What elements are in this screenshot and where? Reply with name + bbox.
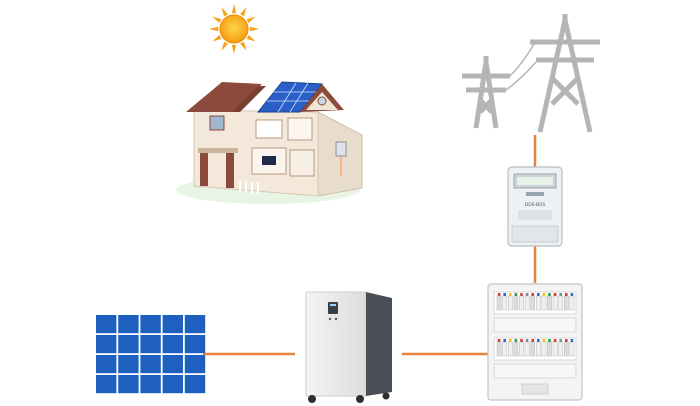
breaker-wire bbox=[514, 293, 518, 296]
breaker-wire bbox=[570, 293, 574, 296]
breaker bbox=[558, 341, 564, 357]
sun-ray bbox=[240, 41, 247, 51]
sun-ray bbox=[212, 35, 222, 42]
solar-cell bbox=[162, 375, 183, 394]
connection-lines bbox=[203, 135, 537, 356]
sun-ray bbox=[231, 4, 237, 14]
breaker bbox=[541, 341, 547, 357]
breaker-wire bbox=[525, 293, 529, 296]
solar-cell bbox=[140, 315, 161, 334]
transmission-tower-icon bbox=[462, 14, 600, 133]
breaker-wire bbox=[531, 339, 534, 342]
sun-ray bbox=[221, 41, 228, 51]
breaker bbox=[530, 341, 536, 357]
breaker bbox=[535, 295, 541, 311]
breaker-wire bbox=[570, 339, 574, 342]
sun-ray bbox=[246, 16, 256, 23]
breaker-wire bbox=[548, 293, 551, 296]
breaker-wire bbox=[525, 339, 529, 342]
sun-ray bbox=[246, 35, 256, 42]
breaker bbox=[496, 295, 502, 311]
house-icon bbox=[176, 81, 363, 204]
breaker bbox=[519, 295, 524, 311]
solar-cell bbox=[96, 375, 117, 394]
breaker bbox=[496, 341, 502, 357]
breaker-wire bbox=[565, 293, 568, 296]
sun-ray bbox=[221, 7, 228, 17]
breaker bbox=[524, 341, 530, 357]
solar-cell bbox=[184, 335, 206, 354]
breaker-wire bbox=[542, 293, 546, 296]
breaker bbox=[530, 295, 536, 311]
solar-cell bbox=[162, 355, 183, 374]
distribution-box-icon bbox=[487, 283, 583, 401]
breaker bbox=[552, 341, 558, 357]
battery-storage-icon bbox=[305, 291, 392, 403]
breaker bbox=[502, 341, 508, 357]
sun-ray bbox=[249, 26, 259, 32]
sun-ray bbox=[231, 44, 237, 54]
electricity-meter-icon: DDS-BUS bbox=[507, 166, 563, 247]
breaker bbox=[569, 295, 575, 311]
breaker-wire bbox=[553, 339, 557, 342]
solar-cell bbox=[162, 335, 183, 354]
breaker-wire bbox=[497, 339, 501, 342]
breaker-wire bbox=[503, 293, 506, 296]
breaker bbox=[513, 341, 519, 357]
breaker-wire bbox=[565, 339, 568, 342]
breaker bbox=[541, 295, 547, 311]
breaker bbox=[519, 341, 524, 357]
sun-ray bbox=[209, 26, 219, 32]
solar-cell bbox=[118, 375, 139, 394]
breaker bbox=[569, 341, 575, 357]
breaker-wire bbox=[509, 339, 512, 342]
breaker-wire bbox=[542, 339, 546, 342]
breaker-wire bbox=[559, 339, 562, 342]
breaker bbox=[563, 295, 569, 311]
breaker bbox=[502, 295, 508, 311]
solar-cell bbox=[162, 315, 183, 334]
solar-cell bbox=[140, 355, 161, 374]
solar-cell bbox=[96, 355, 117, 374]
breaker-wire bbox=[537, 339, 540, 342]
solar-cell bbox=[96, 335, 117, 354]
breaker bbox=[558, 295, 564, 311]
breaker bbox=[524, 295, 530, 311]
breaker-wire bbox=[509, 293, 512, 296]
breaker bbox=[507, 341, 513, 357]
breaker bbox=[552, 295, 558, 311]
breaker bbox=[563, 341, 569, 357]
breaker-wire bbox=[520, 339, 523, 342]
breaker bbox=[547, 341, 552, 357]
breaker bbox=[513, 295, 519, 311]
solar-cell bbox=[118, 335, 139, 354]
breaker-wire bbox=[497, 293, 501, 296]
sun-ray bbox=[212, 16, 222, 23]
breaker bbox=[507, 295, 513, 311]
solar-cell bbox=[140, 375, 161, 394]
solar-cell bbox=[140, 335, 161, 354]
solar-cell bbox=[118, 355, 139, 374]
solar-cell bbox=[118, 315, 139, 334]
sun-icon bbox=[209, 4, 259, 54]
solar-cell bbox=[184, 375, 206, 394]
sun-ray bbox=[240, 7, 247, 17]
breaker-wire bbox=[520, 293, 523, 296]
breaker bbox=[535, 341, 541, 357]
breaker-wire bbox=[531, 293, 534, 296]
breaker-wire bbox=[548, 339, 551, 342]
solar-cell bbox=[96, 315, 117, 334]
breaker-wire bbox=[559, 293, 562, 296]
breaker-wire bbox=[553, 293, 557, 296]
breaker-wire bbox=[514, 339, 518, 342]
solar-cell bbox=[184, 315, 206, 334]
breaker-wire bbox=[537, 293, 540, 296]
breaker bbox=[547, 295, 552, 311]
breaker-wire bbox=[503, 339, 506, 342]
solar-cell bbox=[184, 355, 206, 374]
solar-panel-icon bbox=[96, 315, 206, 394]
meter-label: DDS-BUS bbox=[525, 202, 546, 208]
